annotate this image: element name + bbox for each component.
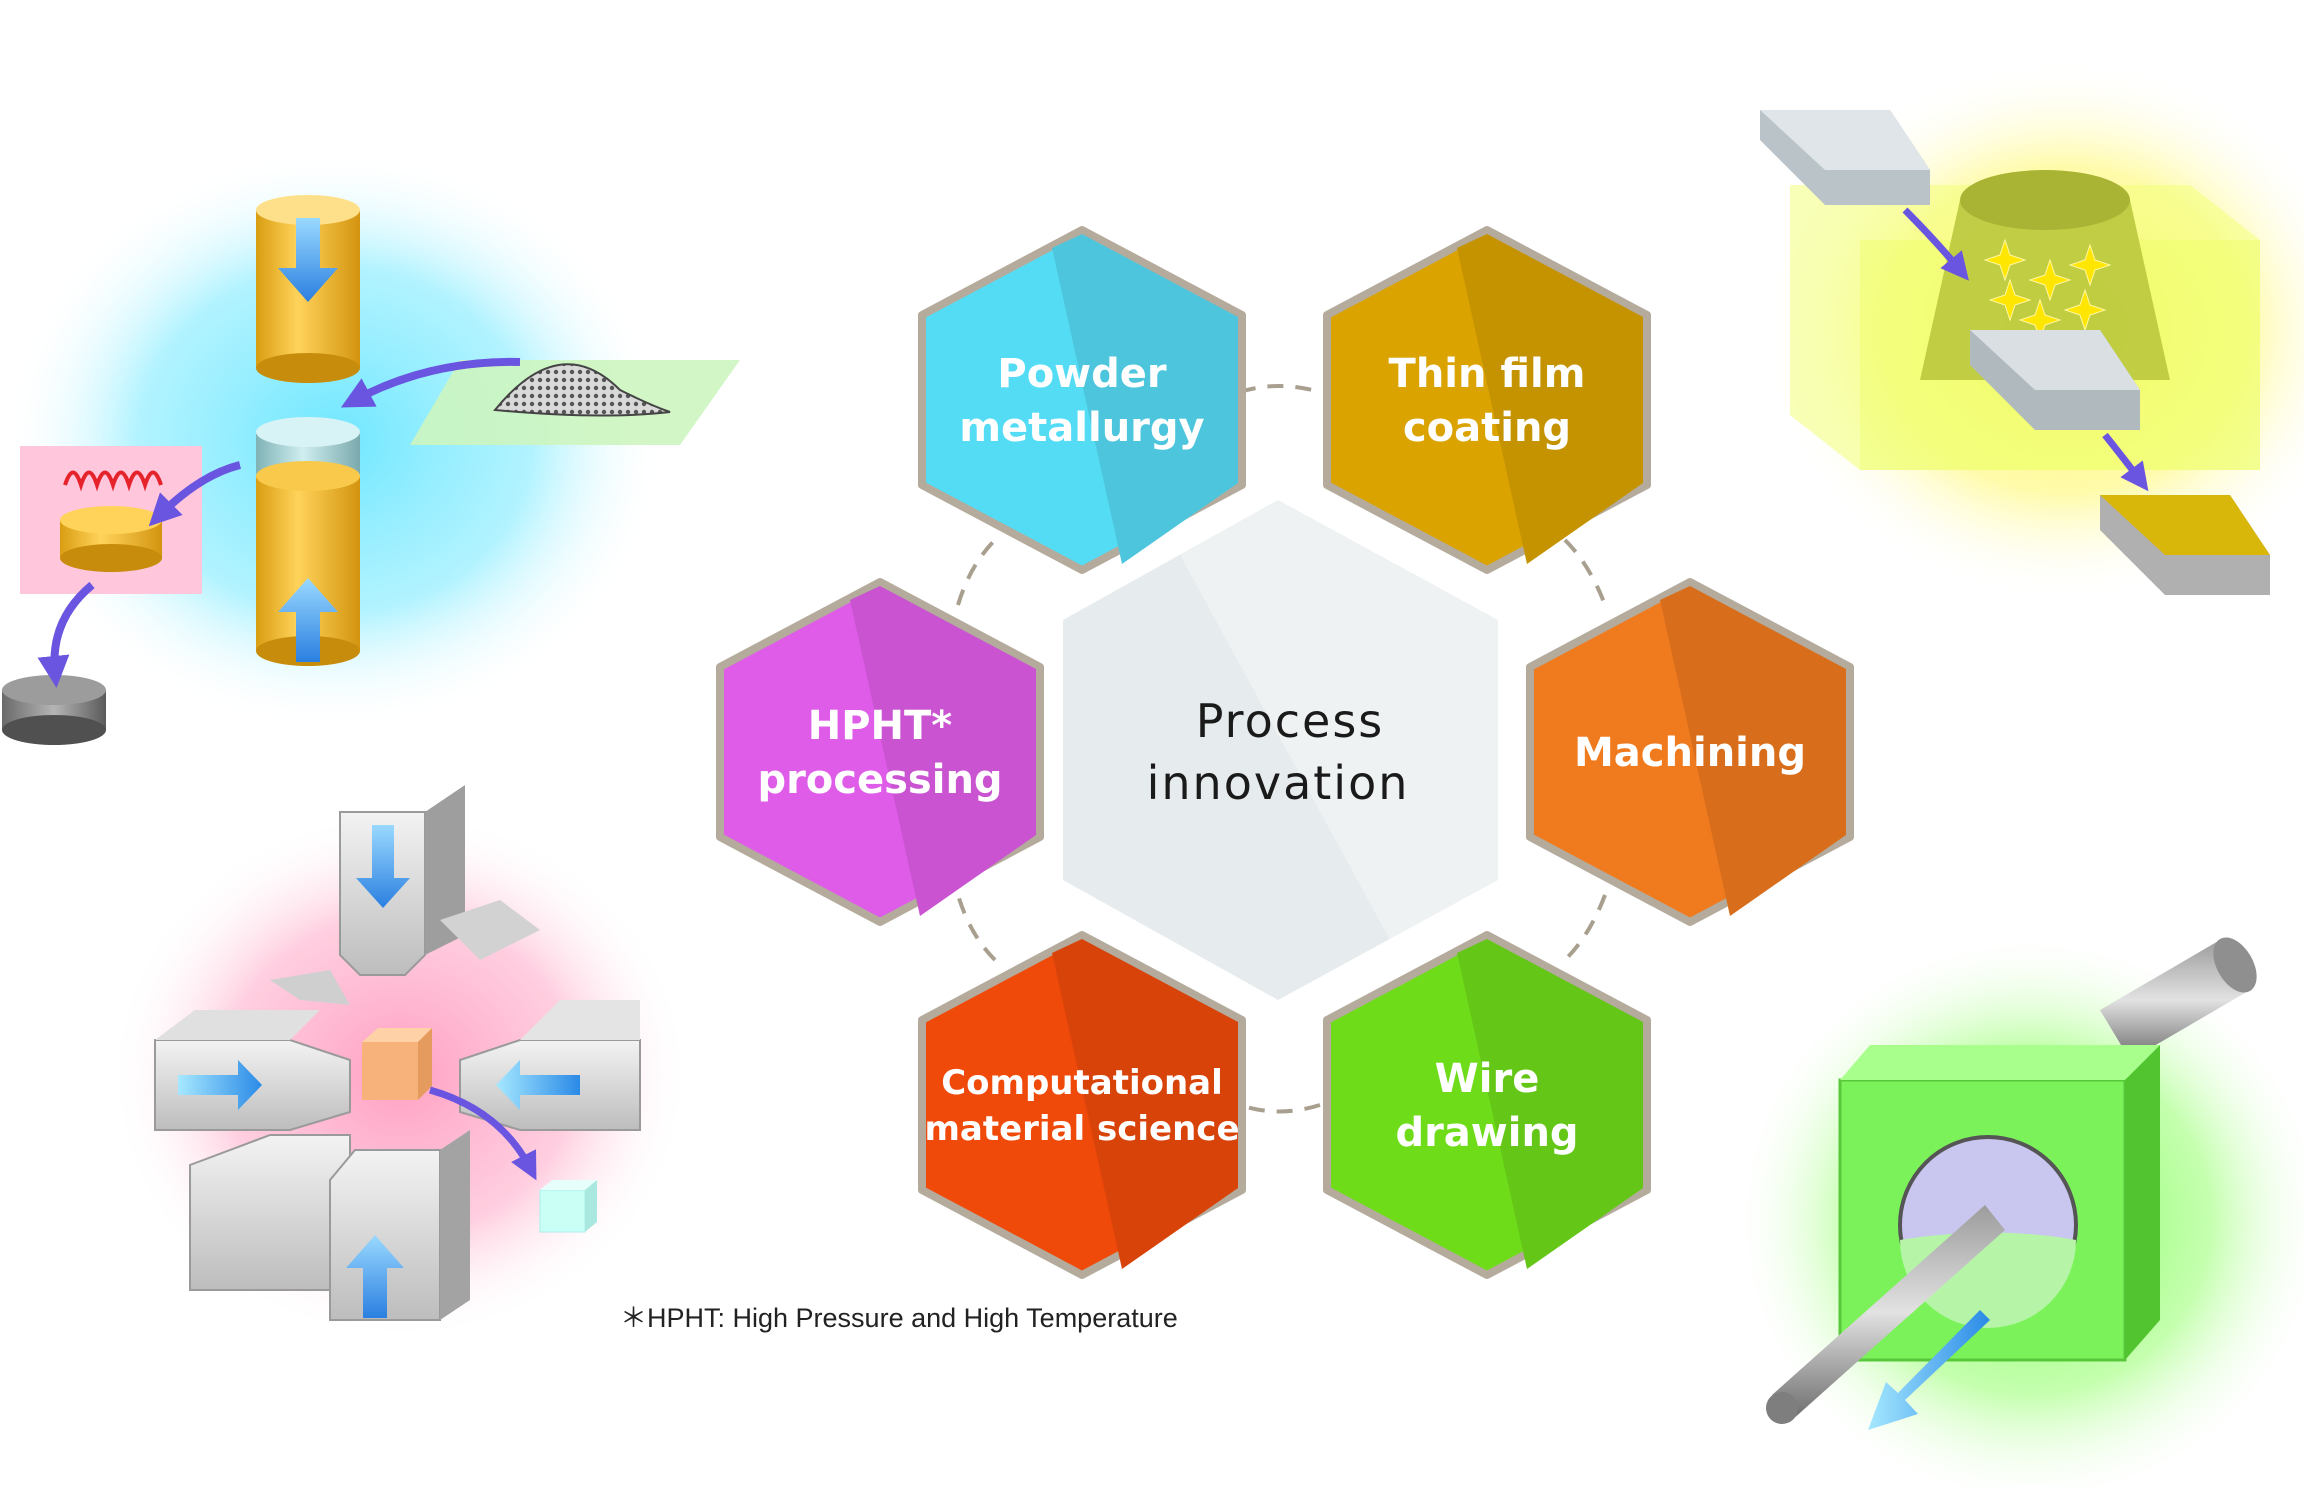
hexagon-thin-film-coating-label-line-1: Thin film <box>1389 351 1586 397</box>
connector-6 <box>956 538 997 606</box>
hexagon-wire-drawing-label-line-1: Wire <box>1435 1056 1540 1102</box>
connector-5 <box>956 894 997 962</box>
hexagon-hpht-processing-facet <box>850 586 1036 916</box>
hexagon-machining-label-line-1: Machining <box>1574 730 1806 776</box>
hexagon-thin-film-coating-facet <box>1457 234 1643 564</box>
hpht-illustration <box>110 785 690 1340</box>
connector-2 <box>1563 538 1607 606</box>
powder-metallurgy-illustration <box>2 150 740 745</box>
hexagon-ring: Process innovation Powder metallurgy Thin … <box>716 226 1854 1279</box>
hexagon-hpht-processing-label-line-1: HPHT* <box>808 703 953 749</box>
hexagon-powder-metallurgy-label-line-1: Powder <box>997 351 1167 397</box>
hexagon-powder-metallurgy-facet <box>1052 234 1238 564</box>
hexagon-hpht-processing-label-line-2: processing <box>757 757 1002 803</box>
hexagon-thin-film-coating: Thin film coating <box>1323 226 1651 574</box>
center-hexagon-shine <box>1180 500 1498 940</box>
hexagon-wire-drawing-label-line-2: drawing <box>1395 1110 1578 1156</box>
wire-drawing-illustration <box>1730 930 2304 1486</box>
hexagon-computational-material-science-facet <box>1052 939 1238 1269</box>
hpht-footnote: ＊HPHT: High Pressure and High Temperatur… <box>620 1303 1178 1333</box>
hexagon-hpht-processing: HPHT* processing <box>716 578 1044 926</box>
hexagon-wire-drawing-facet <box>1457 939 1643 1269</box>
hexagon-powder-metallurgy: Powder metallurgy <box>918 226 1246 574</box>
hexagon-computational-material-science: Computational material science <box>918 931 1246 1279</box>
connector-3 <box>1563 894 1607 962</box>
hexagon-thin-film-coating-label-line-2: coating <box>1403 405 1571 451</box>
hexagon-machining: Machining <box>1526 578 1854 926</box>
hexagon-powder-metallurgy-label-line-2: metallurgy <box>959 405 1204 451</box>
hexagon-machining-facet <box>1660 586 1846 916</box>
center-hexagon: Process innovation <box>1063 500 1498 1000</box>
dashed-connectors <box>956 384 1607 1114</box>
center-hexagon-shape <box>1063 500 1498 1000</box>
hexagon-wire-drawing: Wire drawing <box>1323 931 1651 1279</box>
hexagon-computational-material-science-label-line-1: Computational <box>941 1063 1223 1103</box>
center-label-line-2: innovation <box>1147 756 1410 810</box>
connector-4 <box>1239 1103 1321 1114</box>
hexagon-computational-material-science-label-line-2: material science <box>924 1109 1239 1149</box>
connector-1 <box>1239 384 1321 394</box>
center-label-line-1: Process <box>1196 694 1385 748</box>
thin-film-coating-illustration <box>1760 60 2304 600</box>
